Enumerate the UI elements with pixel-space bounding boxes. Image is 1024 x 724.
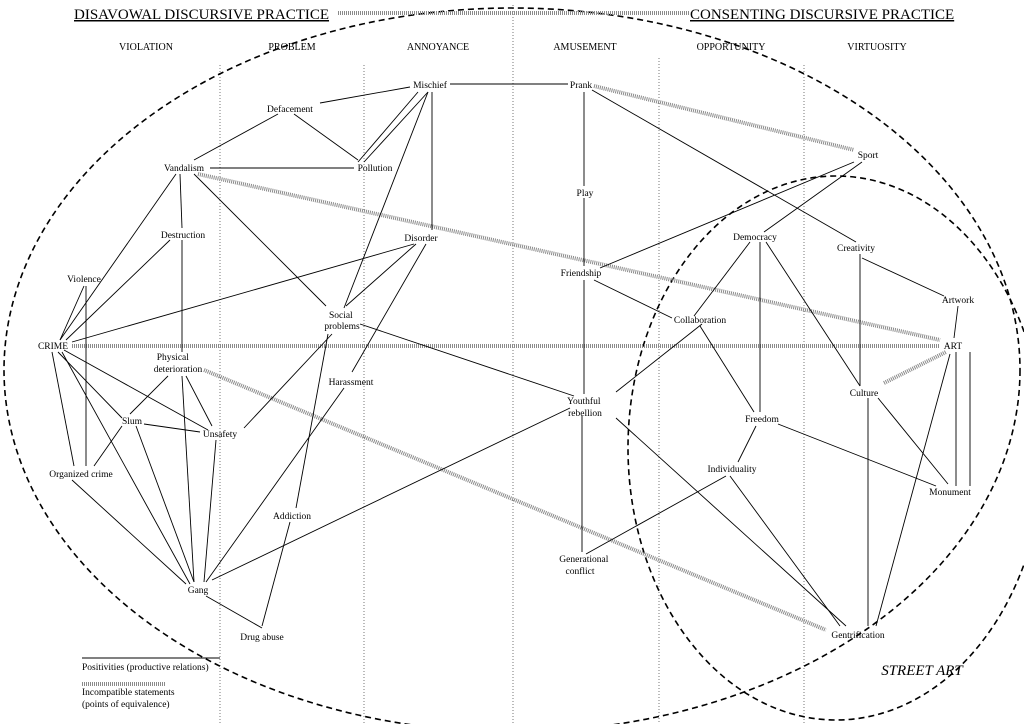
node-harassment: Harassment	[329, 378, 374, 388]
node-individuality: Individuality	[707, 465, 756, 475]
node-destruction: Destruction	[161, 231, 206, 241]
column-labels: VIOLATION PROBLEM ANNOYANCE AMUSEMENT OP…	[119, 42, 907, 53]
node-crime: CRIME	[38, 342, 68, 352]
discourse-field-ellipse	[3, 7, 1021, 724]
column-amusement: AMUSEMENT	[553, 42, 616, 53]
legend-incompatible-label-2: (points of equivalence)	[82, 699, 170, 710]
column-virtuosity: VIRTUOSITY	[847, 42, 906, 53]
node-collaboration: Collaboration	[674, 316, 726, 326]
node-defacement: Defacement	[267, 104, 313, 115]
column-problem: PROBLEM	[268, 42, 315, 53]
column-opportunity: OPPORTUNITY	[697, 42, 766, 53]
node-violence: Violence	[67, 275, 101, 285]
node-slum: Slum	[122, 417, 143, 427]
node-drug-abuse: Drug abuse	[240, 633, 284, 643]
street-art-label: STREET ART	[881, 663, 964, 679]
node-friendship: Friendship	[561, 269, 602, 279]
node-creativity: Creativity	[837, 244, 875, 254]
node-gentrification: Gentrification	[831, 630, 885, 641]
consenting-header: CONSENTING DISCURSIVE PRACTICE	[690, 7, 954, 23]
legend-positivities-label: Positivities (productive relations)	[82, 662, 209, 673]
node-art: ART	[944, 342, 963, 352]
column-dividers	[219, 5, 805, 724]
node-culture: Culture	[850, 389, 879, 399]
node-vandalism: Vandalism	[164, 164, 205, 174]
disavowal-header: DISAVOWAL DISCURSIVE PRACTICE	[74, 7, 329, 23]
node-unsafety: Unsafety	[203, 429, 238, 440]
node-disorder: Disorder	[404, 234, 438, 244]
column-annoyance: ANNOYANCE	[407, 42, 469, 53]
column-violation: VIOLATION	[119, 42, 173, 53]
node-sport: Sport	[858, 151, 879, 161]
node-mischief: Mischief	[413, 80, 448, 91]
node-pollution: Pollution	[358, 164, 393, 174]
node-prank: Prank	[570, 81, 592, 91]
node-social-problems: Social problems	[324, 311, 360, 332]
legend-incompatible-label-1: Incompatible statements	[82, 688, 175, 698]
node-freedom: Freedom	[745, 415, 779, 425]
node-addiction: Addiction	[273, 512, 311, 522]
incompatible-relations	[72, 84, 947, 632]
node-youthful-rebellion: Youthful rebellion	[567, 396, 603, 419]
node-organized-crime: Organized crime	[49, 470, 112, 480]
node-monument: Monument	[929, 488, 971, 498]
node-physical-deterioration: Physical deterioration	[154, 353, 203, 375]
street-art-ellipse	[627, 175, 1024, 721]
positive-relations	[51, 83, 971, 629]
node-labels: Mischief Prank Defacement Pollution Vand…	[38, 80, 974, 643]
node-artwork: Artwork	[942, 296, 974, 306]
node-democracy: Democracy	[733, 233, 777, 243]
node-play: Play	[577, 189, 594, 199]
legend: Positivities (productive relations) Inco…	[82, 657, 220, 710]
node-gang: Gang	[188, 586, 209, 596]
node-generational-conflict: Generational conflict	[559, 555, 610, 577]
